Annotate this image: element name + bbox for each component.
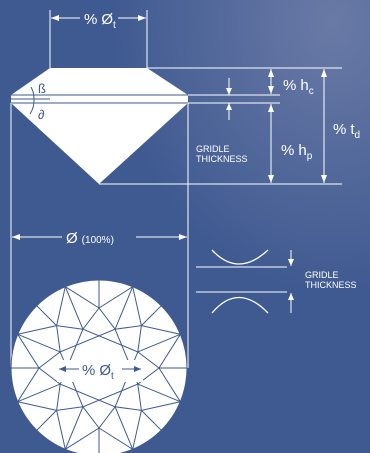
girdle-facet-line [141,325,181,335]
main-facet-line [114,406,134,450]
girdle-facet-line [17,367,40,402]
diameter-arrowhead-right [179,234,187,240]
star-facet-line [137,384,142,411]
crown [11,68,188,95]
girdle-detail: GRIDLE THICKNESS [196,249,357,314]
diamond-profile: ß ∂ [11,68,188,184]
star-facet-line [82,406,100,429]
crown-height-arrowhead-top [268,69,274,77]
girdle-facet-line [65,286,100,309]
pavilion-height-arrowhead-top [268,104,274,112]
girdle-facet-line [141,305,162,326]
girdle-facet-line [36,305,57,326]
table-face-arrowhead-right [134,366,141,372]
girdle-facet-line [36,410,57,431]
girdle-thickness-label-line2: THICKNESS [196,154,248,164]
girdle-facet-line [65,427,100,450]
main-facet-line [64,406,84,450]
total-depth-arrowhead-bottom [321,175,327,183]
girdle [11,95,188,103]
diameter-dimension: Ø(100%) [10,103,189,368]
girdle-facet-line [132,286,142,326]
star-facet-line [98,406,116,429]
diamond-top-view: %Øt [10,279,188,453]
girdle-detail-arrowhead-top [288,259,294,266]
girdle-detail-label-line1: GRIDLE [305,270,339,280]
pavilion-height-label: %hp [281,142,313,162]
girdle-facet-line [132,410,142,450]
girdle-detail-label-line2: THICKNESS [305,280,357,290]
star-facet-line [98,307,116,330]
pavilion-angle-arc [29,98,35,115]
girdle-detail-lower-curve [211,297,269,314]
girdle-facet-line [98,427,133,450]
pavilion-height-dimension: %hp [268,104,313,183]
girdle-facet-line [158,334,181,369]
girdle-facet-line [56,286,66,326]
total-depth-label: %td [333,121,360,141]
main-facet-line [114,286,134,330]
top-view-facets [11,280,187,453]
table-width-dimension: %Øt [49,10,148,68]
girdle-arrowhead-bottom [226,103,232,110]
pavilion-angle-label: ∂ [38,107,44,122]
crown-height-dimension: %hc [268,69,314,97]
girdle-thickness-label-line1: GRIDLE [196,144,230,154]
main-facet-line [17,383,61,403]
height-extension-lines [99,67,342,185]
girdle-facet-line [17,334,40,369]
star-facet-line [137,325,142,352]
main-facet-line [64,286,84,330]
girdle-detail-arrowhead-bottom [288,293,294,300]
star-facet-line [115,325,142,330]
table-face-label: %Øt [82,362,114,382]
main-facet-line [137,383,181,403]
diameter-arrowhead-left [12,234,20,240]
table-face-arrowhead-left [59,366,66,372]
girdle-facet-line [141,401,181,411]
table-arrowhead-right [138,15,146,21]
star-facet-line [137,351,160,369]
girdle-facet-line [141,410,162,431]
girdle-arrowhead-top [226,88,232,95]
star-facet-line [56,325,61,352]
girdle-facet-line [98,286,133,309]
girdle-detail-upper-curve [211,249,269,265]
girdle-facet-line [17,325,57,335]
girdle-facet-line [158,367,181,402]
crown-height-label: %hc [283,77,314,97]
diameter-label: Ø(100%) [66,230,114,247]
girdle-facet-line [56,410,66,450]
table-percent-label: %Øt [84,11,116,31]
star-facet-line [82,307,100,330]
girdle-thickness-profile-dimension: GRIDLE THICKNESS [196,78,248,164]
star-facet-line [56,325,83,330]
crown-angle-arc [30,86,35,100]
total-depth-arrowhead-top [321,69,327,77]
star-facet-line [38,367,61,385]
star-facet-line [56,384,61,411]
main-facet-line [17,333,61,353]
star-facet-line [38,351,61,369]
total-depth-dimension: %td [321,69,360,183]
star-facet-line [56,406,83,411]
pavilion [11,103,188,184]
crown-angle-label: ß [38,81,46,96]
crown-height-arrowhead-bottom [268,86,274,94]
table-label-backdrop [57,360,143,382]
table-arrowhead-left [51,15,59,21]
star-facet-line [115,406,142,411]
girdle-facet-line [17,401,57,411]
pavilion-height-arrowhead-bottom [268,175,274,183]
main-facet-line [137,333,181,353]
